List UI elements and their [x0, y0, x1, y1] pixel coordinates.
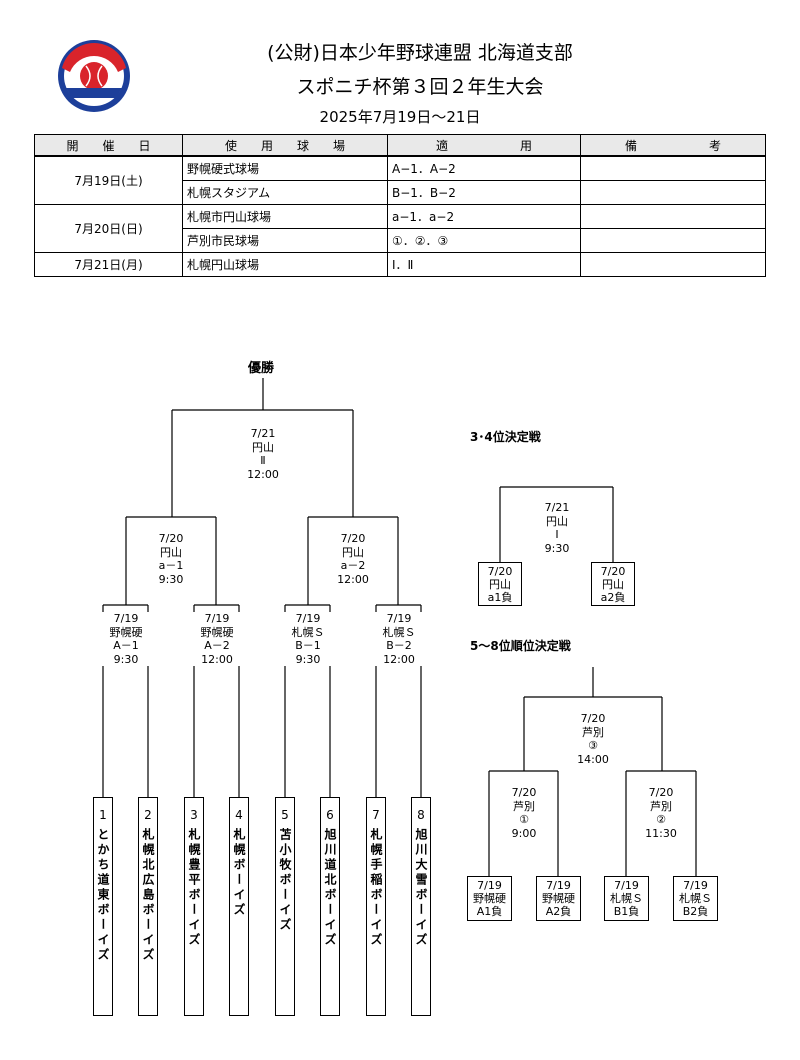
tournament-title: スポニチ杯第３回２年生大会 — [296, 76, 544, 98]
league-logo — [56, 38, 132, 114]
date-cell: 7月21日(月) — [34, 252, 183, 277]
team-name: 苫小牧ボーイズ — [278, 828, 292, 933]
venue-cell: 札幌円山球場 — [182, 252, 388, 277]
venue-cell: 札幌市円山球場 — [182, 204, 388, 229]
team-name: 札幌豊平ボーイズ — [187, 828, 201, 948]
table-row: 札幌スタジアム B−1．B−2 — [35, 180, 766, 205]
team-name: とかち道東ボーイズ — [96, 828, 110, 963]
use-cell: ①．②．③ — [387, 228, 581, 253]
tournament-dates: 2025年7月19日～21日 — [319, 108, 481, 126]
table-row: 7月21日(月) 札幌円山球場 Ⅰ．Ⅱ — [34, 252, 766, 277]
schedule-table: 開 催 日 使 用 球 場 適 用 備 考 7月19日(土) 野幌硬式球場 A−… — [34, 134, 766, 277]
champion-label: 優勝 — [248, 361, 275, 376]
use-cell: a−1．a−2 — [387, 204, 581, 229]
use-cell: A−1．A−2 — [387, 155, 581, 181]
placement-title: 5～8位順位決定戦 — [470, 639, 571, 653]
col-header-use: 適 用 — [387, 134, 581, 157]
table-row: 7月20日(日) 札幌市円山球場 a−1．a−2 — [34, 204, 766, 253]
team-name: 旭川道北ボーイズ — [323, 828, 337, 948]
notes-cell — [580, 228, 766, 253]
team-name: 旭川大雪ボーイズ — [414, 828, 428, 948]
use-cell: Ⅰ．Ⅱ — [387, 252, 581, 277]
venue-cell: 芦別市民球場 — [182, 228, 388, 253]
notes-cell — [580, 180, 766, 205]
notes-cell — [580, 155, 766, 181]
third-place-title: 3･4位決定戦 — [470, 430, 541, 444]
table-header-row: 開 催 日 使 用 球 場 適 用 備 考 — [34, 134, 766, 157]
table-row: 芦別市民球場 ①．②．③ — [35, 228, 766, 253]
team-name: 札幌北広島ボーイズ — [141, 828, 155, 963]
team-name: 札幌手稲ボーイズ — [369, 828, 383, 948]
col-header-date: 開 催 日 — [34, 134, 183, 157]
date-cell: 7月20日(日) — [34, 204, 183, 253]
col-header-venue: 使 用 球 場 — [182, 134, 388, 157]
team-name: 札幌ボーイズ — [232, 828, 246, 918]
notes-cell — [580, 252, 766, 277]
use-cell: B−1．B−2 — [387, 180, 581, 205]
page-title: (公財)日本少年野球連盟 北海道支部 — [267, 42, 573, 64]
col-header-notes: 備 考 — [580, 134, 766, 157]
